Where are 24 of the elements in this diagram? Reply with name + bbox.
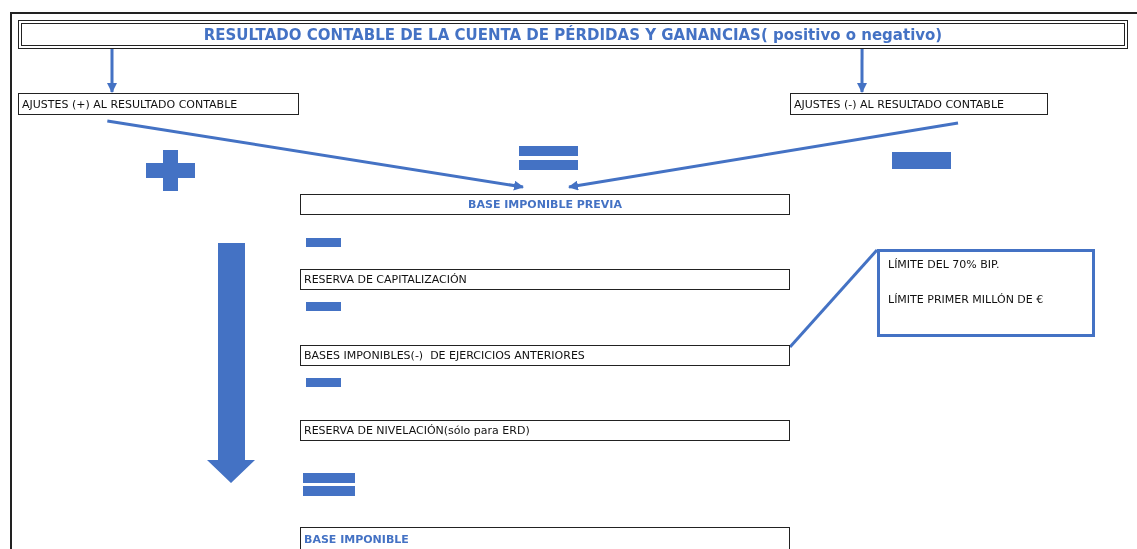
box-label: AJUSTES (-) AL RESULTADO CONTABLE bbox=[794, 97, 1004, 111]
step-box bbox=[18, 93, 299, 115]
box-label: RESERVA DE CAPITALIZACIÓN bbox=[304, 273, 467, 286]
box-label: BASE IMPONIBLE PREVIA bbox=[468, 198, 622, 211]
leader-line bbox=[788, 249, 879, 349]
result-box bbox=[300, 194, 790, 215]
box-label: RESERVA DE NIVELACIÓN(sólo para ERD) bbox=[304, 424, 530, 437]
arrow bbox=[107, 119, 524, 191]
step-box bbox=[300, 345, 790, 366]
box-label: LÍMITE DEL 70% BIP. bbox=[888, 258, 1000, 271]
box-label: AJUSTES (+) AL RESULTADO CONTABLE bbox=[22, 97, 238, 111]
step-box bbox=[790, 93, 1048, 115]
arrow bbox=[857, 49, 867, 93]
heading-text: RESULTADO CONTABLE DE LA CUENTA DE PÉRDIDAS Y GANANCIAS( positivo o negativo) bbox=[203, 25, 943, 44]
step-box bbox=[300, 420, 790, 441]
box-label: BASE IMPONIBLE bbox=[304, 532, 409, 546]
heading-box bbox=[18, 20, 1128, 49]
step-box bbox=[300, 269, 790, 290]
arrow bbox=[107, 49, 117, 93]
callout-box bbox=[877, 249, 1095, 337]
box-label: BASES IMPONIBLES(-) DE EJERCICIOS ANTERIORES bbox=[304, 349, 585, 362]
result-box bbox=[300, 527, 790, 549]
arrow bbox=[568, 121, 959, 191]
box-label: LÍMITE PRIMER MILLÓN DE € bbox=[888, 293, 1044, 306]
